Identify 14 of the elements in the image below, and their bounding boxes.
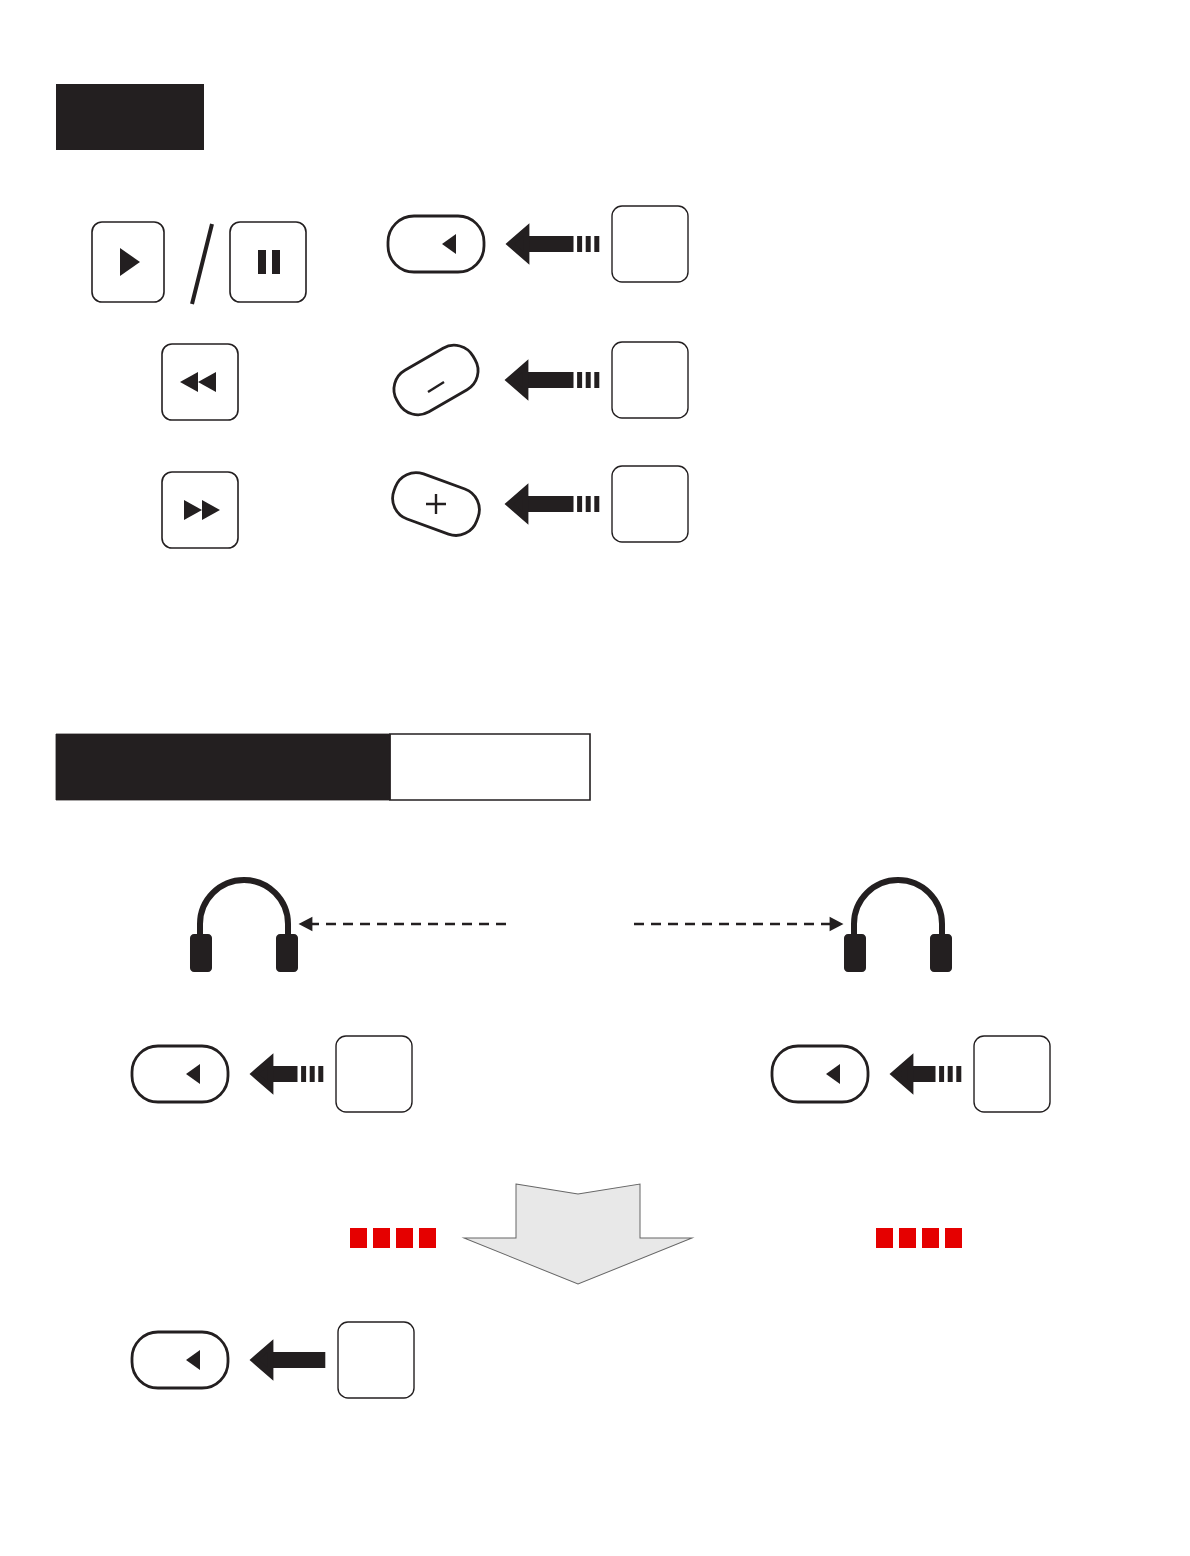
key-box xyxy=(335,1035,413,1113)
headphones-icon xyxy=(190,877,298,972)
key-box xyxy=(611,205,689,283)
remote-button xyxy=(386,214,486,274)
remote-button xyxy=(130,1330,230,1390)
remote-button xyxy=(391,471,481,537)
key-box xyxy=(973,1035,1051,1113)
remote-button xyxy=(770,1044,870,1104)
remote-button xyxy=(392,343,480,417)
headphones-icon xyxy=(844,877,952,972)
key-box xyxy=(337,1321,415,1399)
remote-button xyxy=(130,1044,230,1104)
key-box xyxy=(611,341,689,419)
key-box xyxy=(611,465,689,543)
